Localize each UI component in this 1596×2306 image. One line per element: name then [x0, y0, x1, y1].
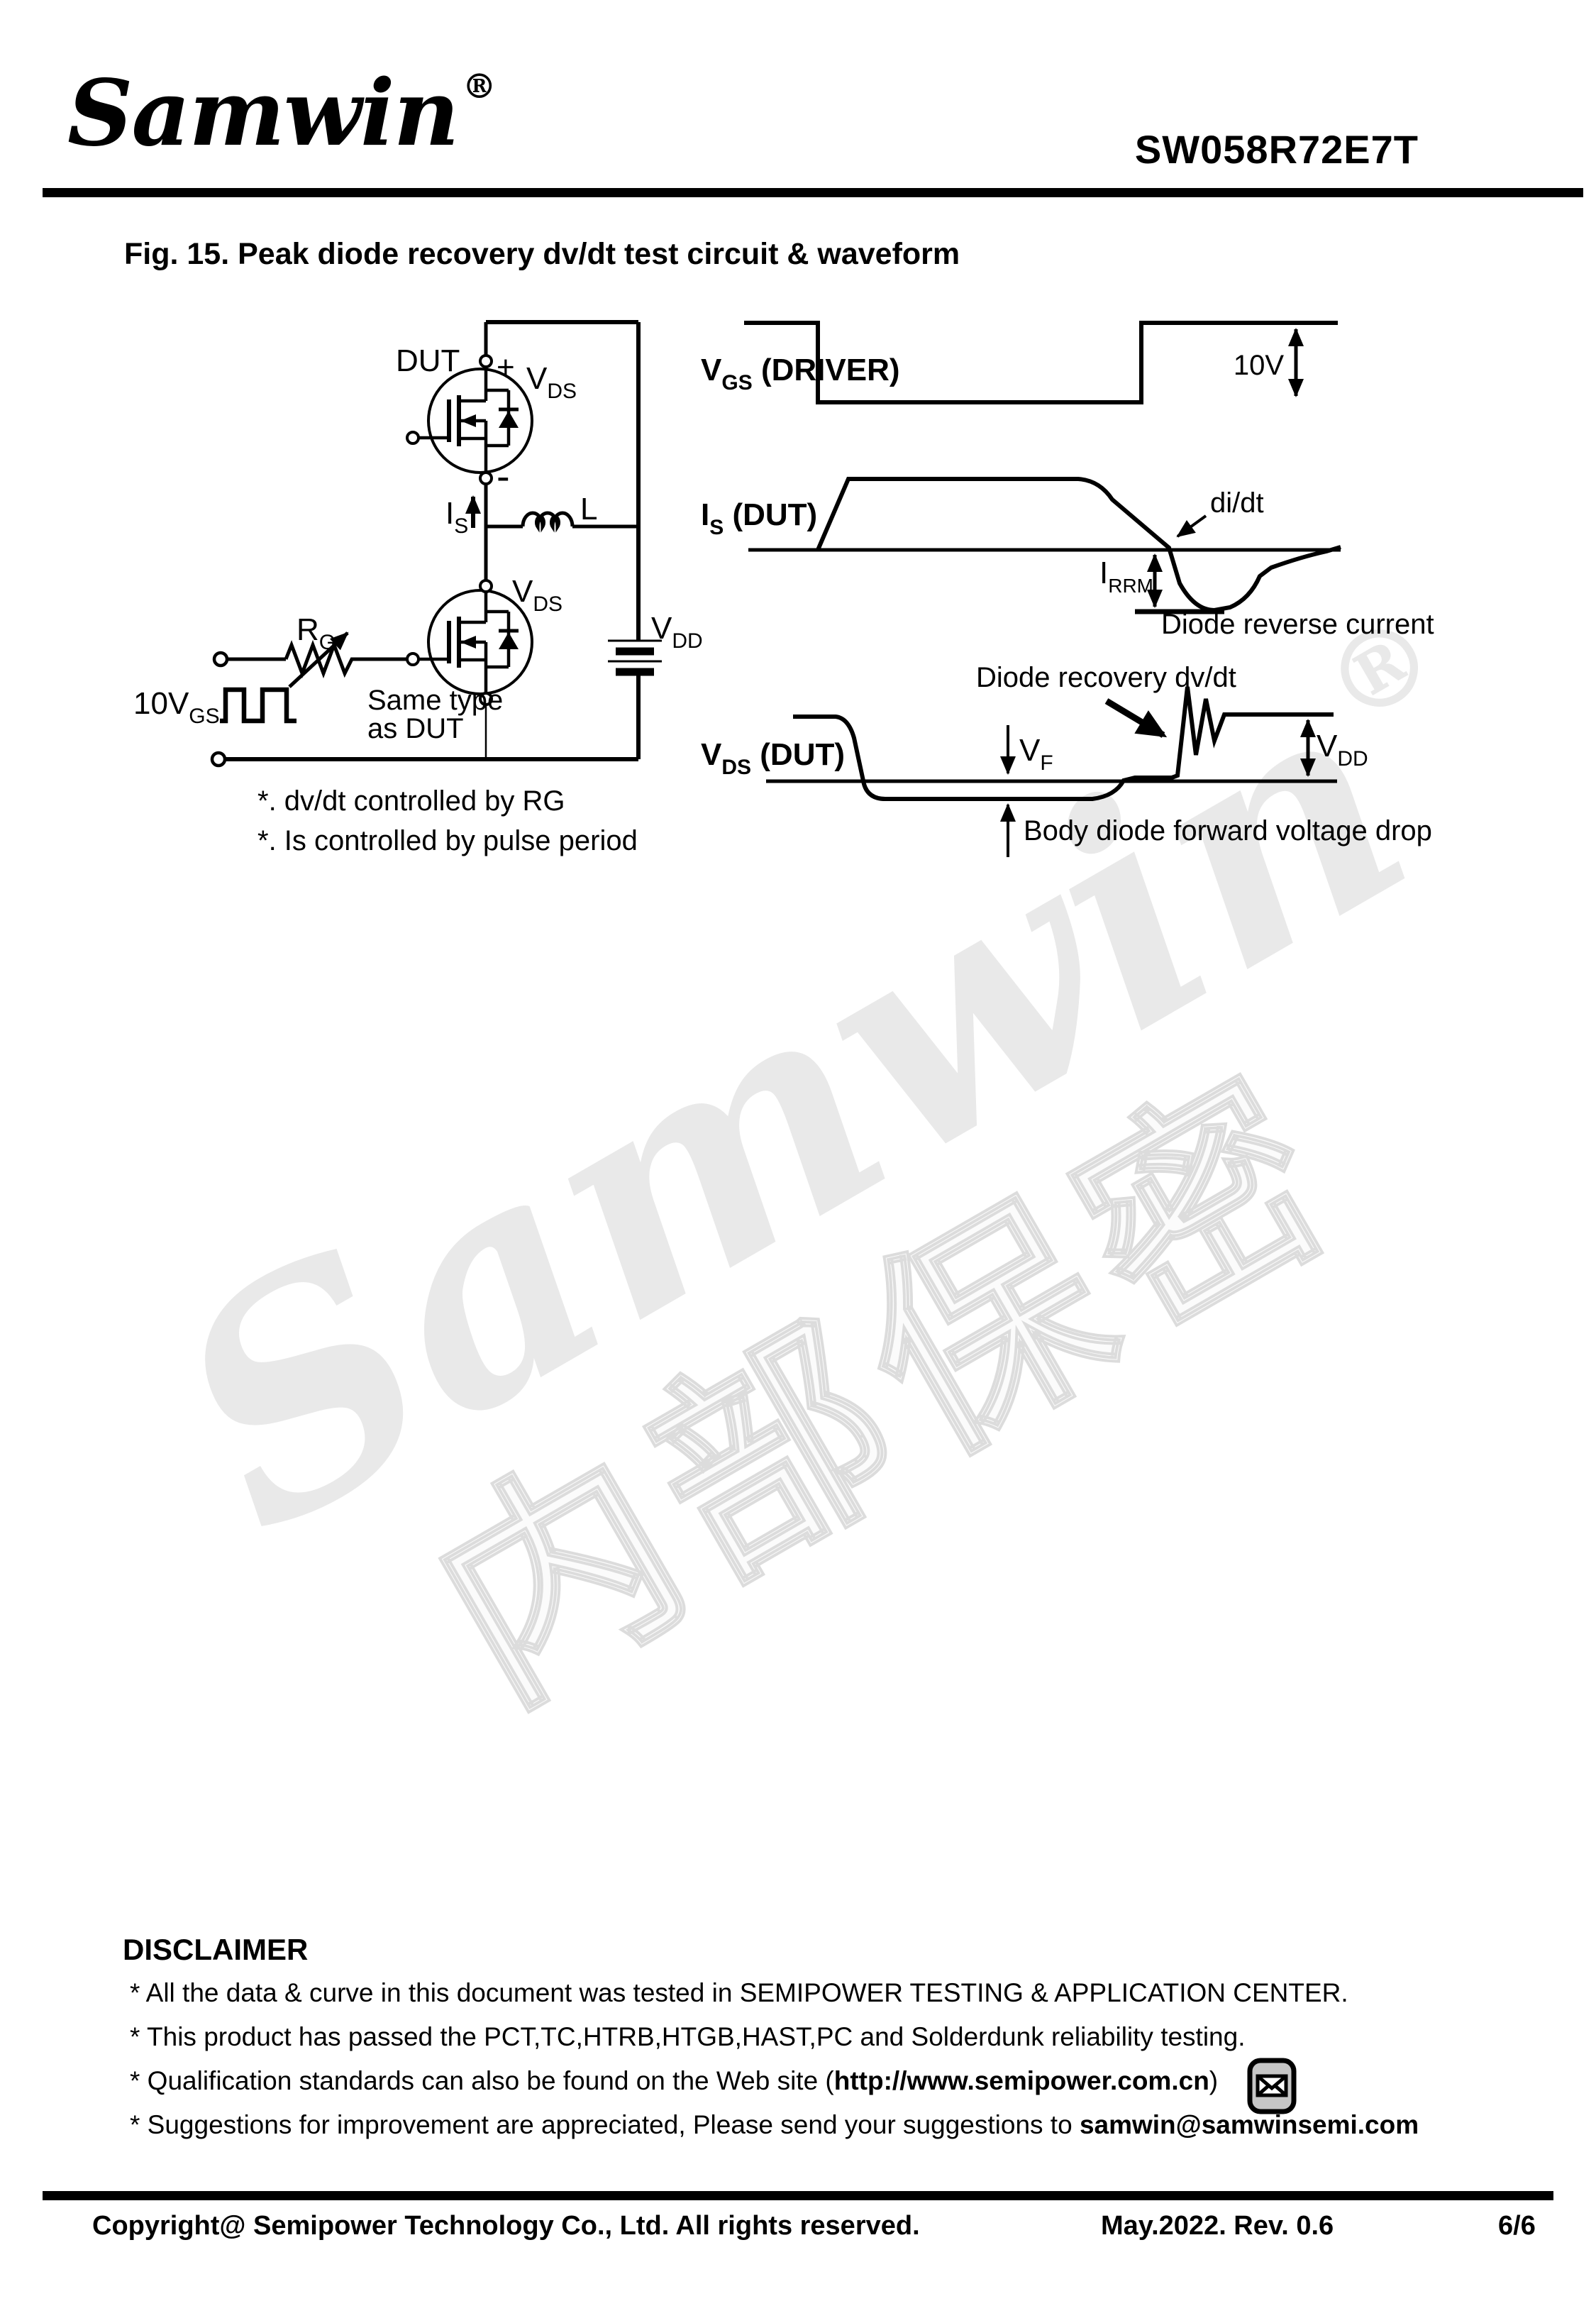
- didt-label: di/dt: [1210, 487, 1264, 519]
- footer-divider: [43, 2191, 1553, 2200]
- diode-recovery-dvdt-label: Diode recovery dv/dt: [976, 662, 1236, 693]
- test-circuit-and-waveform-diagram: DUT + VDS - IS L VDS VDD RG 10VGS Same t…: [133, 320, 1434, 857]
- footer-revision: May.2022. Rev. 0.6: [1101, 2211, 1334, 2241]
- semipower-website-link[interactable]: http://www.semipower.com.cn: [833, 2066, 1209, 2095]
- dut-label: DUT: [396, 343, 460, 378]
- disclaimer-item-1: * All the data & curve in this document …: [130, 1978, 1348, 2007]
- vgs-source-label: 10VGS: [133, 686, 220, 728]
- disclaimer-item-4-text: * Suggestions for improvement are apprec…: [130, 2110, 1080, 2139]
- vf-label: VF: [1019, 733, 1053, 775]
- vgs-driver-waveform: [744, 321, 1338, 404]
- registered-trademark-icon: ®: [462, 67, 497, 106]
- diode-recovery-pointer-arrow: [1104, 698, 1168, 738]
- dut-source-node: [479, 471, 493, 485]
- vgs-10v-label: 10V: [1234, 350, 1284, 381]
- plus-sign: +: [497, 350, 515, 385]
- footer-copyright: Copyright@ Semipower Technology Co., Ltd…: [92, 2211, 920, 2241]
- rg-label: RG: [297, 612, 336, 654]
- didt-pointer-arrow: [1176, 514, 1207, 538]
- mail-icon[interactable]: [1247, 2058, 1297, 2114]
- vdd-label: VDD: [651, 611, 703, 653]
- diode-reverse-current-label: Diode reverse current: [1161, 609, 1434, 640]
- disclaimer-item-3-text: * Qualification standards can also be fo…: [130, 2066, 834, 2095]
- disclaimer-heading: DISCLAIMER: [123, 1933, 309, 1966]
- samwin-logo-text: Samwin: [67, 60, 460, 167]
- vds-mid-node: [479, 579, 493, 593]
- rg-resistor-zigzag: [284, 639, 356, 679]
- is-label: IS: [445, 496, 468, 538]
- inductor-label: L: [580, 492, 597, 526]
- lower-mosfet-source-node: [479, 692, 493, 706]
- dut-drain-node: [479, 354, 493, 368]
- disclaimer-item-3-suffix: ): [1209, 2066, 1219, 2095]
- test-circuit: DUT + VDS - IS L VDS VDD RG 10VGS Same t…: [133, 320, 703, 856]
- inductor-coil: [521, 511, 575, 533]
- part-number: SW058R72E7T: [1134, 127, 1419, 172]
- body-diode-label: Body diode forward voltage drop: [1024, 815, 1432, 846]
- rg-variable-arrow: [288, 631, 349, 688]
- samwin-logo: Samwin®: [67, 64, 497, 164]
- gate-input-terminal: [212, 651, 229, 668]
- vds-top-label: VDS: [526, 361, 577, 403]
- waveform-plots: VGS (DRIVER) 10V IS (DUT) IRRM di/dt Dio…: [701, 321, 1434, 857]
- circuit-note-2: *. Is controlled by pulse period: [257, 825, 638, 856]
- vgs-driver-label: VGS (DRIVER): [701, 353, 900, 395]
- lower-mosfet-gate-terminal: [406, 652, 420, 666]
- disclaimer-item-4: * Suggestions for improvement are apprec…: [130, 2110, 1419, 2140]
- vgs-pulse-source-symbol: [220, 687, 297, 724]
- vds-dut-label: VDS (DUT): [701, 737, 845, 779]
- same-type-line1: Same type: [367, 685, 503, 716]
- irrm-label: IRRM: [1099, 556, 1153, 597]
- vdd-level-label: VDD: [1317, 729, 1368, 771]
- vds-mid-label: VDS: [512, 574, 563, 616]
- header-divider: [43, 188, 1583, 197]
- same-type-line2: as DUT: [367, 713, 464, 744]
- ground-terminal: [210, 751, 227, 768]
- circuit-note-1: *. dv/dt controlled by RG: [257, 785, 565, 817]
- vds-dut-waveform: [793, 686, 1334, 801]
- dut-gate-terminal: [406, 431, 420, 445]
- vdd-battery-symbol: [608, 639, 662, 676]
- samwin-email-link[interactable]: samwin@samwinsemi.com: [1079, 2110, 1419, 2139]
- footer-page-number: 6/6: [1498, 2211, 1536, 2241]
- is-dut-label: IS (DUT): [701, 497, 817, 539]
- figure-title: Fig. 15. Peak diode recovery dv/dt test …: [124, 237, 960, 271]
- disclaimer-item-2: * This product has passed the PCT,TC,HTR…: [130, 2022, 1246, 2051]
- minus-sign: -: [497, 453, 510, 498]
- disclaimer-item-3: * Qualification standards can also be fo…: [130, 2066, 1218, 2096]
